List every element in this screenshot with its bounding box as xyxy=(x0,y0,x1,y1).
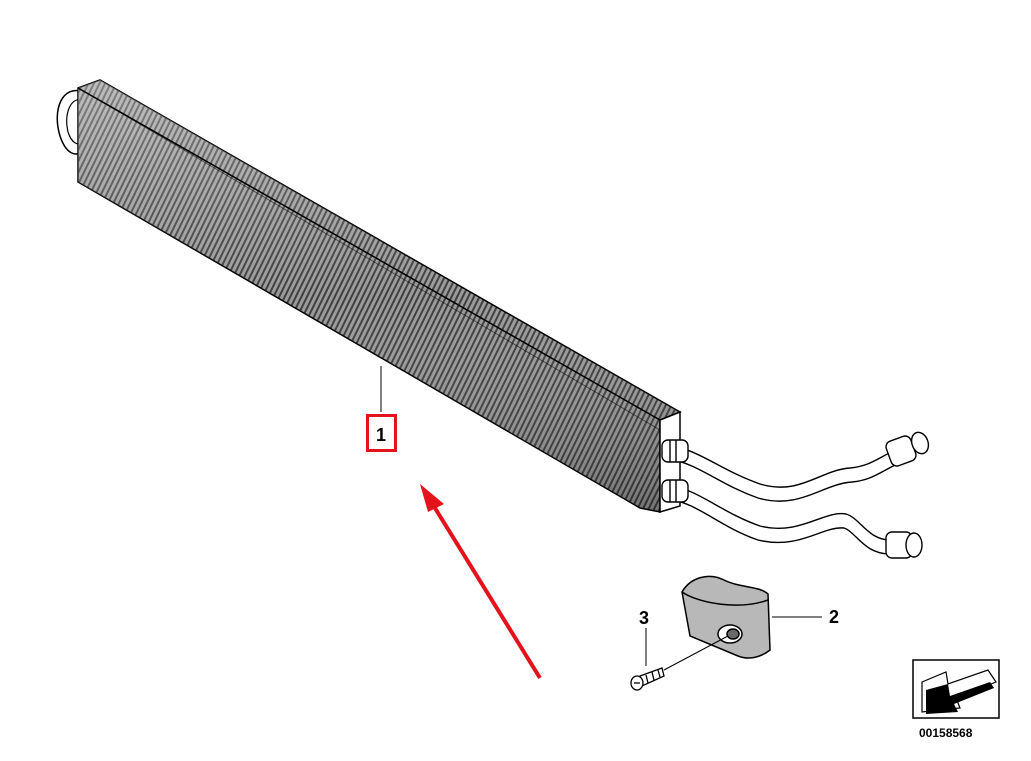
arrow-down-left-icon xyxy=(912,659,1000,719)
highlight-box-part-1 xyxy=(366,414,397,452)
callout-part-3: 3 xyxy=(639,608,650,628)
oil-cooler xyxy=(56,79,682,514)
cooler-end-loop xyxy=(56,89,85,155)
screw xyxy=(630,667,665,691)
callout-part-2: 2 xyxy=(829,607,840,627)
callout-part-1: 1 xyxy=(376,425,387,445)
highlight-arrow xyxy=(420,484,542,680)
cooler-pipes xyxy=(661,431,930,559)
catalog-number: 00158568 xyxy=(919,726,973,740)
mounting-bracket xyxy=(681,575,771,659)
screw-alignment-line xyxy=(663,635,729,671)
